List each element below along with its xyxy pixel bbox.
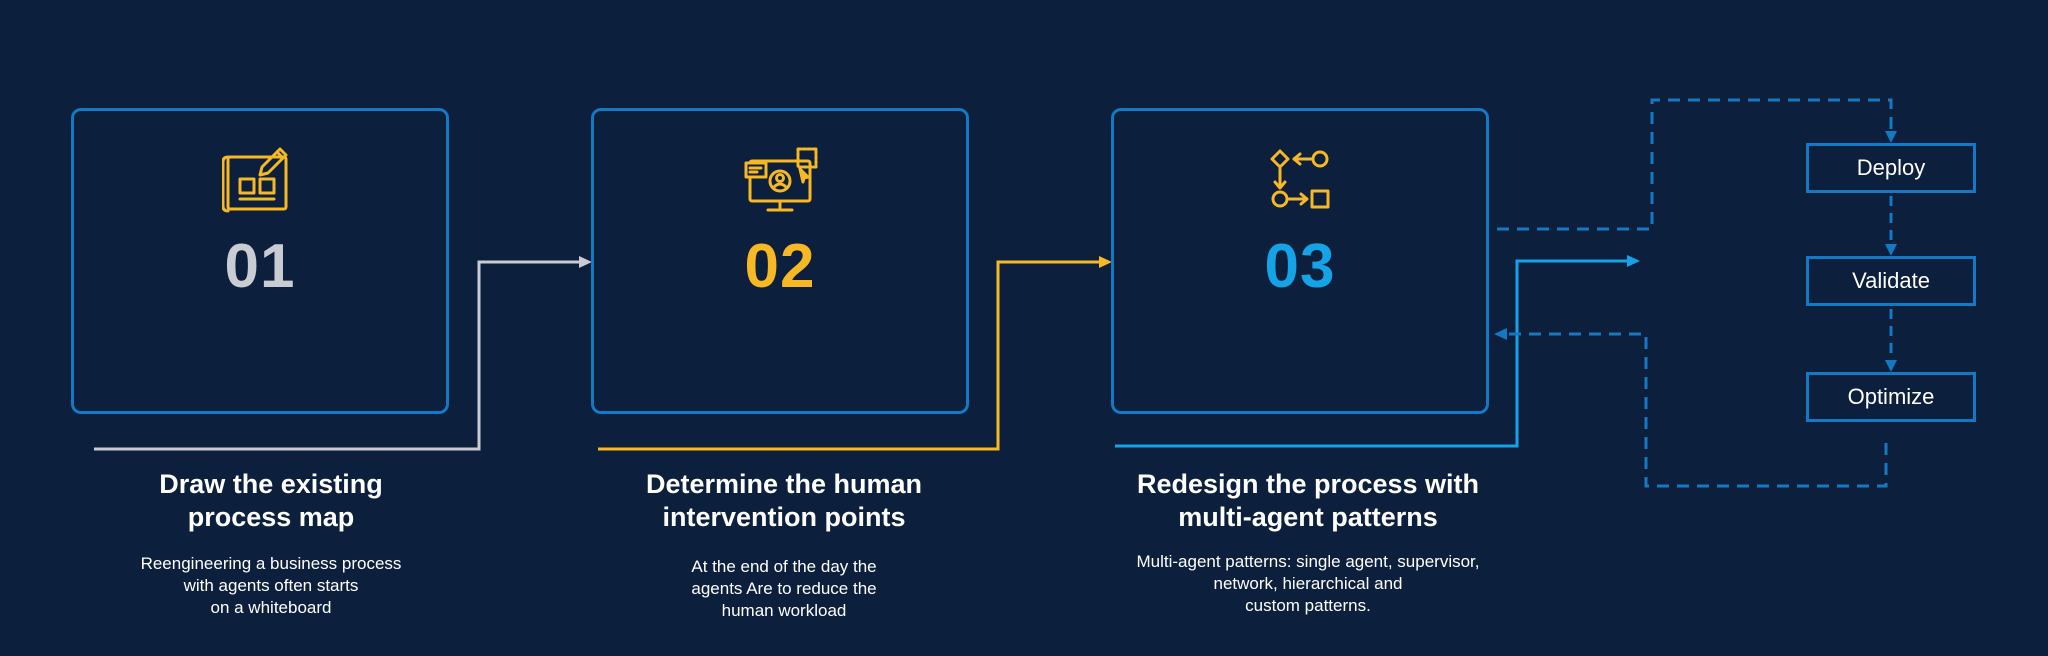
step-box-1: 01 (71, 108, 449, 414)
connector-step1-to-step2 (94, 260, 582, 451)
connector-step2-to-step3 (598, 260, 1102, 451)
arrowhead-step3 (1099, 256, 1112, 268)
deploy-box: Deploy (1806, 143, 1976, 193)
step-number-2: 02 (744, 232, 816, 301)
arrowhead-step2 (579, 256, 592, 268)
step-description-1: Reengineering a business process with ag… (140, 554, 402, 617)
arrowhead-deploy (1885, 131, 1897, 143)
arrowhead-cycle (1627, 255, 1640, 267)
step-title-1: Draw the existing process map (159, 469, 383, 532)
step-title-2: Determine the human intervention points (645, 469, 923, 532)
blueprint-pencil-icon (222, 147, 288, 213)
optimize-box: Optimize (1806, 372, 1976, 422)
monitor-user-cursor-icon (744, 147, 818, 212)
dashed-path-to-deploy (1497, 98, 1893, 231)
step-description-2: At the end of the day the agents Are to … (691, 557, 877, 620)
shape-flow-icon (1270, 149, 1330, 209)
step-number-3: 03 (1264, 232, 1336, 301)
step-number-1: 01 (224, 232, 296, 301)
connector-step3-to-cycle (1115, 259, 1628, 448)
step-box-2: 02 (591, 108, 969, 414)
arrowhead-feedback (1494, 328, 1507, 340)
arrowhead-optimize (1885, 360, 1897, 372)
step-box-3: 03 (1111, 108, 1489, 414)
step-title-3: Redesign the process with multi-agent pa… (1136, 469, 1480, 532)
dashed-feedback-loop (1508, 332, 1888, 488)
arrowhead-validate (1885, 244, 1897, 256)
step-description-3: Multi-agent patterns: single agent, supe… (1136, 552, 1480, 615)
validate-box: Validate (1806, 256, 1976, 306)
